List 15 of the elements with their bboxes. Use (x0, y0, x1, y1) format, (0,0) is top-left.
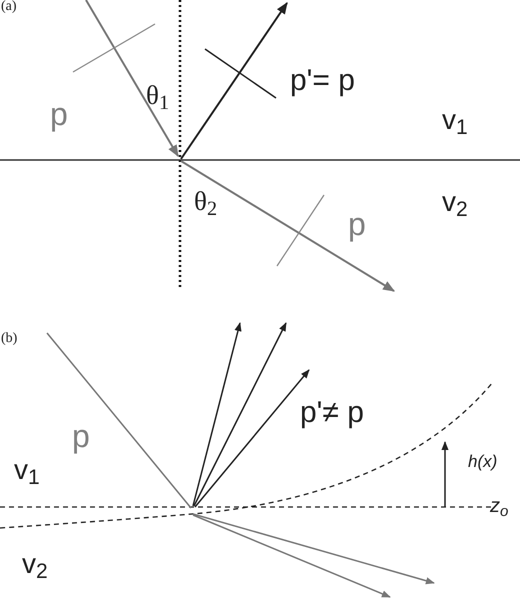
equation-label: p'≠ p (300, 398, 364, 428)
panel-label: (a) (1, 0, 17, 14)
height-label: h(x) (468, 453, 498, 470)
velocity-label: v$_{1}$ (442, 106, 468, 134)
angle-label: θ$_{2}$ (194, 188, 218, 215)
depth-label: z$_{o}$ (490, 496, 508, 516)
velocity-label: v$_{1}$ (14, 456, 40, 484)
wave-label: p (72, 420, 90, 452)
panel-label: (b) (1, 332, 18, 346)
angle-label: θ$_{1}$ (146, 82, 170, 109)
equation-label: p'= p (290, 66, 355, 96)
wave-label: p (348, 208, 366, 240)
wave-label: p (50, 98, 68, 130)
velocity-label: v$_{2}$ (442, 188, 468, 216)
velocity-label: v$_{2}$ (22, 550, 48, 578)
